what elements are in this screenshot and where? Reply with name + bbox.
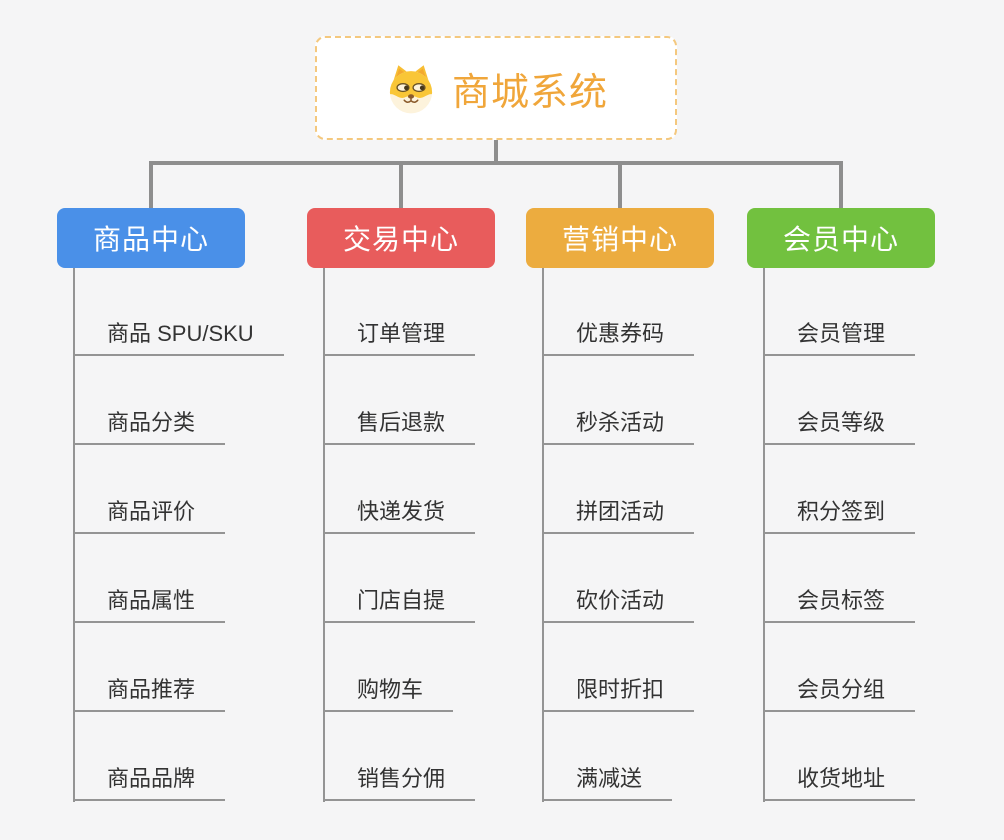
root-node[interactable]: 商城系统: [315, 36, 677, 140]
leaf-node[interactable]: 优惠券码: [544, 314, 695, 356]
leaf-node[interactable]: 积分签到: [765, 492, 916, 534]
root-node-label: 商城系统: [451, 71, 608, 114]
leaf-node[interactable]: 会员标签: [765, 581, 916, 623]
branch-4-children: 会员管理会员等级积分签到会员标签会员分组收货地址: [763, 268, 1003, 802]
leaf-node[interactable]: 商品品牌: [75, 759, 226, 801]
leaf-node[interactable]: 商品属性: [75, 581, 226, 623]
leaf-node[interactable]: 售后退款: [325, 403, 476, 445]
branch-1-children: 商品 SPU/SKU 商品分类商品评价商品属性商品推荐商品品牌: [73, 268, 313, 802]
leaf-node[interactable]: 商品 SPU/SKU: [75, 314, 284, 356]
leaf-node[interactable]: 秒杀活动: [544, 403, 695, 445]
leaf-node[interactable]: 销售分佣: [325, 759, 476, 801]
branch-node-1[interactable]: 商品中心: [57, 208, 245, 268]
leaf-node[interactable]: 购物车: [325, 670, 454, 712]
branch-node-2[interactable]: 交易中心: [307, 208, 495, 268]
branch-node-3[interactable]: 营销中心: [526, 208, 714, 268]
leaf-node[interactable]: 收货地址: [765, 759, 916, 801]
leaf-node[interactable]: 快递发货: [325, 492, 476, 534]
leaf-node[interactable]: 拼团活动: [544, 492, 695, 534]
leaf-node[interactable]: 会员等级: [765, 403, 916, 445]
branch-2-children: 订单管理售后退款快递发货门店自提购物车销售分佣: [323, 268, 563, 802]
leaf-node[interactable]: 会员分组: [765, 670, 916, 712]
dog-face-icon: [389, 65, 433, 114]
leaf-node[interactable]: 商品评价: [75, 492, 226, 534]
branch-node-4[interactable]: 会员中心: [747, 208, 935, 268]
leaf-node[interactable]: 门店自提: [325, 581, 476, 623]
leaf-node[interactable]: 商品推荐: [75, 670, 226, 712]
leaf-node[interactable]: 砍价活动: [544, 581, 695, 623]
leaf-node[interactable]: 订单管理: [325, 314, 476, 356]
leaf-node[interactable]: 限时折扣: [544, 670, 695, 712]
leaf-node[interactable]: 商品分类: [75, 403, 226, 445]
leaf-node[interactable]: 满减送: [544, 759, 673, 801]
branch-3-children: 优惠券码秒杀活动拼团活动砍价活动限时折扣满减送: [542, 268, 782, 802]
leaf-node[interactable]: 会员管理: [765, 314, 916, 356]
